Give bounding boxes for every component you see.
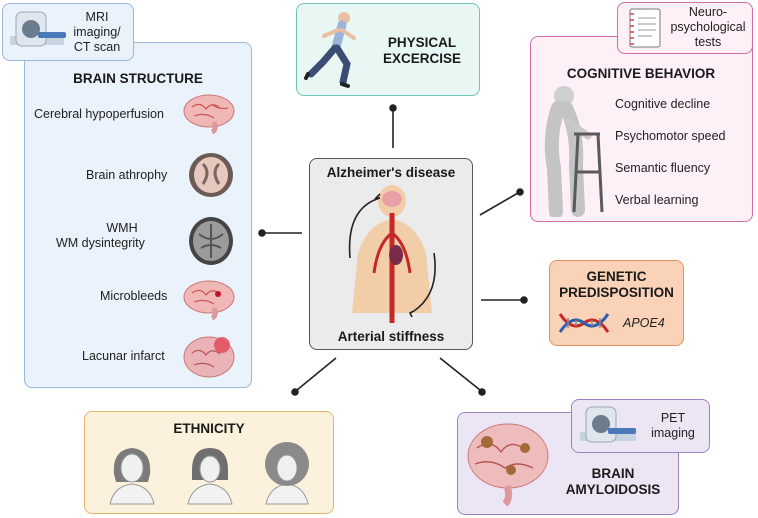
ethnicity-title: ETHNICITY: [173, 421, 245, 436]
person-face-icon: [187, 448, 233, 505]
neuropsych-tests-label: Neuro- psychological tests: [670, 5, 746, 49]
amyloid-brain-icon: [467, 423, 549, 507]
person-face-icon: [109, 448, 155, 505]
genetic-predisposition-panel: [549, 260, 684, 346]
lacunar-infarct-brain-icon: [183, 336, 235, 378]
person-face-icon: [265, 442, 309, 505]
physical-exercise-panel: [296, 3, 480, 96]
verbal-learning-label: Verbal learning: [615, 193, 699, 207]
cognitive-decline-label: Cognitive decline: [615, 97, 711, 111]
lacunar-infarct-label: Lacunar infarct: [82, 349, 165, 363]
mri-label: MRI imaging/ CT scan: [73, 10, 121, 54]
notebook-icon: [629, 8, 661, 48]
cerebral-hypoperfusion-label: Cerebral hypoperfusion: [34, 107, 164, 121]
brain-icon: [183, 94, 235, 134]
wm-scan-icon: [189, 217, 233, 265]
wmh-label: WMH: [106, 221, 138, 235]
microbleeds-label: Microbleeds: [100, 289, 168, 303]
alzheimers-disease-label: Alzheimer's disease: [326, 165, 456, 180]
dna-icon: [558, 313, 610, 333]
arterial-stiffness-label: Arterial stiffness: [337, 329, 445, 344]
brain-amyloidosis-title: BRAIN AMYLOIDOSIS: [565, 466, 661, 497]
genetic-predisposition-title: GENETIC PREDISPOSITION: [559, 269, 674, 300]
pet-scanner-icon: [580, 406, 636, 443]
physical-exercise-title: PHYSICAL EXCERCISE: [382, 35, 462, 66]
human-torso-arteries-icon: [348, 185, 436, 323]
pet-imaging-label: PET imaging: [651, 411, 695, 440]
microbleeds-brain-icon: [183, 280, 235, 320]
runner-icon: [304, 12, 356, 88]
cognitive-behavior-title: COGNITIVE BEHAVIOR: [566, 66, 716, 81]
semantic-fluency-label: Semantic fluency: [615, 161, 711, 175]
apoe4-label: APOE4: [623, 316, 665, 330]
elderly-walker-icon: [544, 86, 604, 217]
psychomotor-speed-label: Psychomotor speed: [615, 129, 726, 143]
brain-structure-title: BRAIN STRUCTURE: [73, 71, 203, 86]
mri-scanner-icon: [10, 11, 66, 47]
brain-atrophy-scan-icon: [189, 153, 233, 197]
wm-dysintegrity-label: WM dysintegrity: [56, 236, 145, 250]
brain-atrophy-label: Brain athrophy: [86, 168, 168, 182]
